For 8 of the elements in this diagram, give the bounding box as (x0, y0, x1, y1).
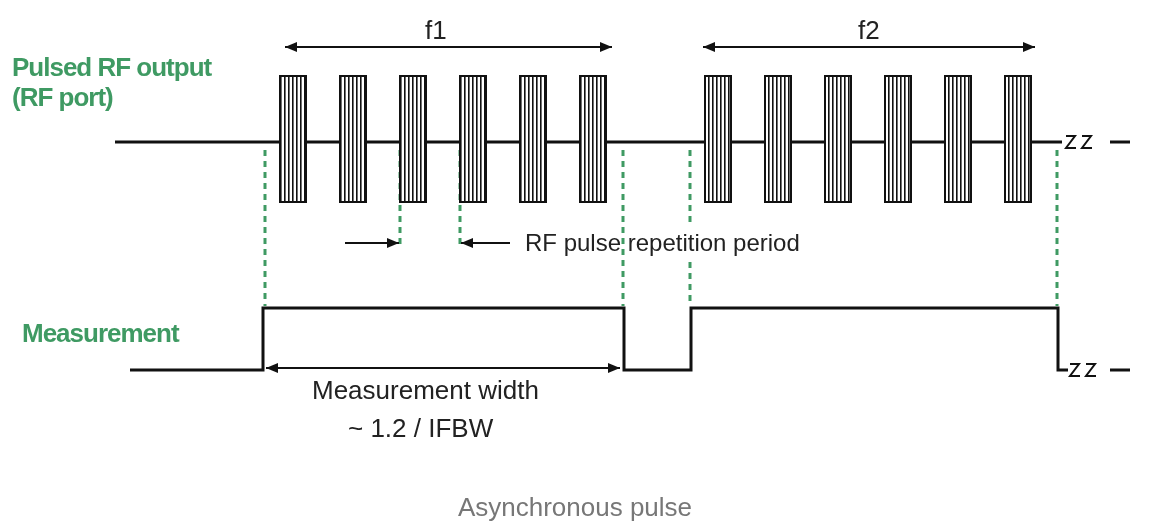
period-label: RF pulse repetition period (525, 228, 800, 258)
caption: Asynchronous pulse (457, 492, 693, 522)
width-label: ~ 1.2 / IFBW (348, 413, 494, 443)
frequency-label: f1 (425, 15, 447, 45)
width-label: Measurement width (312, 375, 539, 405)
signal-label: Pulsed RF output (RF port) (12, 52, 212, 112)
signal-label: Measurement (22, 318, 179, 348)
frequency-label: f2 (858, 15, 880, 45)
